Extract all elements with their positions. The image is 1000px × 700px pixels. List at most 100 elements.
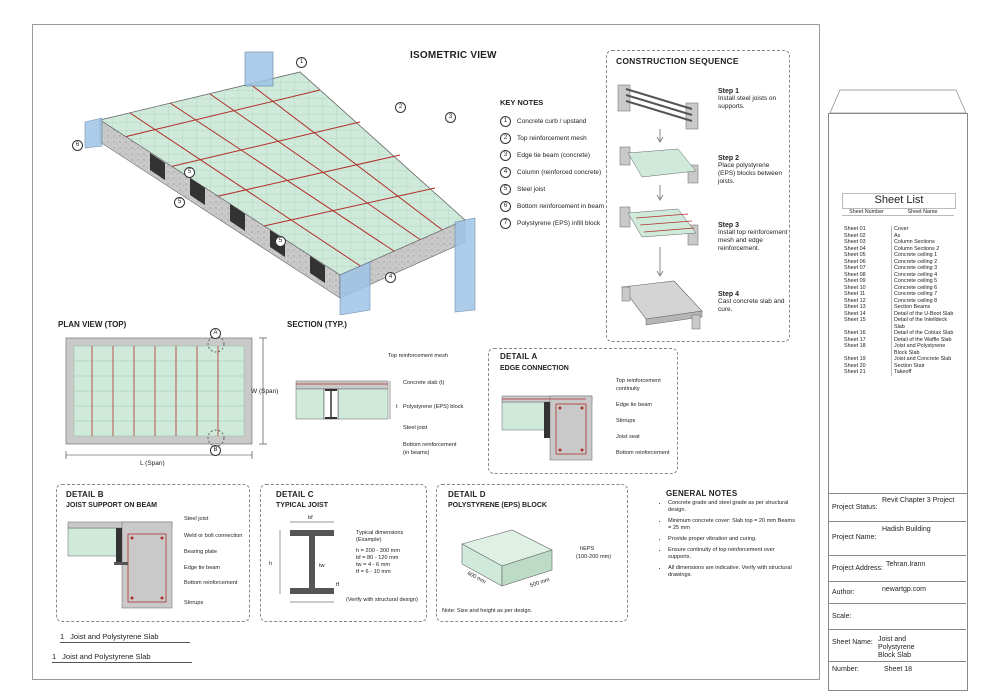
detail-b-label-plate: Bearing plate xyxy=(184,549,217,555)
detail-c-drawing xyxy=(279,521,334,603)
construction-sequence-box xyxy=(606,50,790,342)
detail-d-h-label: hEPS xyxy=(580,546,595,552)
detail-c-box xyxy=(260,484,427,622)
callout-4: 4 xyxy=(385,272,396,283)
detail-a-title: DETAIL A xyxy=(500,352,538,361)
section-label-mesh: Top reinforcement mesh xyxy=(388,353,449,359)
key-notes-title: KEY NOTES xyxy=(500,98,544,107)
detail-b-label-joist: Steel joist xyxy=(184,516,209,522)
detail-d-h-range: (100-200 mm) xyxy=(576,554,612,560)
isometric-drawing xyxy=(84,51,476,315)
column-right xyxy=(454,217,476,313)
tb-author: Author: newartgp.com xyxy=(828,581,966,604)
section-label-slab: Concrete slab (t) xyxy=(403,380,445,386)
column-back xyxy=(244,51,274,87)
drawing-frame xyxy=(32,24,820,680)
general-note-item: Concrete grade and steel grade as per st… xyxy=(668,500,798,514)
section-drawing xyxy=(295,380,391,420)
sheet-list-title: Sheet List xyxy=(842,193,956,209)
step2-image xyxy=(619,146,699,184)
detail-a-box xyxy=(488,348,678,474)
callout-5b: 5 xyxy=(275,236,286,247)
callout-6: 6 xyxy=(72,140,83,151)
detail-d-title: DETAIL D xyxy=(448,490,486,499)
tb-number: Number: Sheet 18 xyxy=(828,661,966,688)
detail-a-label-bottom: Bottom reinforcement xyxy=(616,450,670,456)
tb-project-status: Project Status: Revit Chapter 3 Project xyxy=(828,493,966,522)
detail-c-subtitle: TYPICAL JOIST xyxy=(276,502,328,509)
detail-b-title: DETAIL B xyxy=(66,490,104,499)
general-note-item: Minimum concrete cover: Slab top = 20 mm… xyxy=(668,518,798,532)
detail-a-subtitle: EDGE CONNECTION xyxy=(500,365,569,372)
column-left xyxy=(84,117,103,149)
section-label-joist: Steel joist xyxy=(403,425,428,431)
general-note-item: Provide proper vibration and curing. xyxy=(668,536,798,543)
marker-b: B xyxy=(210,445,221,456)
sheet-list-header: Sheet Number Sheet Name xyxy=(842,209,954,216)
step-1: Step 1 Install steel joists on supports. xyxy=(718,88,777,110)
plan-l-label: L (Span) xyxy=(140,460,165,467)
detail-b-drawing xyxy=(67,521,173,609)
callout-3: 3 xyxy=(445,112,456,123)
callout-2: 2 xyxy=(395,102,406,113)
detail-c-tw-label: tw xyxy=(319,563,325,569)
general-notes-title: GENERAL NOTES xyxy=(666,489,738,498)
detail-c-tf-label: tf xyxy=(336,582,340,588)
detail-b-label-stirrups: Stirrups xyxy=(184,600,204,606)
detail-c-dims: Typical dimensions (Example) h = 200 - 3… xyxy=(356,530,404,575)
construction-title: CONSTRUCTION SEQUENCE xyxy=(616,56,739,66)
step1-image xyxy=(617,84,699,130)
callout-1: 1 xyxy=(296,57,307,68)
general-note-item: All dimensions are indicative. Verify wi… xyxy=(668,565,798,579)
construction-steps-drawing xyxy=(617,84,703,330)
plan-title: PLAN VIEW (TOP) xyxy=(58,320,127,329)
detail-a-drawing xyxy=(501,395,593,461)
detail-c-b-label: bf xyxy=(308,515,313,521)
step-2: Step 2 Place polystyrene (EPS) blocks be… xyxy=(718,155,782,185)
callout-5a: 5 xyxy=(174,197,185,208)
column-front xyxy=(339,261,371,315)
tb-sheet-name: Sheet Name: Joist and Polystyrene Block … xyxy=(828,629,966,662)
detail-b-label-weld: Weld or bolt connection xyxy=(184,533,243,539)
detail-b-box xyxy=(56,484,250,622)
detail-d-box xyxy=(436,484,628,622)
step3-image xyxy=(619,206,699,246)
marker-a: A xyxy=(210,328,221,339)
detail-d-drawing xyxy=(461,529,553,587)
section-title: SECTION (TYP.) xyxy=(287,320,347,329)
general-note-item: Ensure continuity of top reinforcement o… xyxy=(668,547,798,561)
detail-a-label-top: Top reinforcement xyxy=(616,378,661,384)
detail-a-label-edge: Edge tie beam xyxy=(616,402,653,408)
section-label-eps: Polystyrene (EPS) block xyxy=(403,404,464,410)
title-block-frame xyxy=(828,113,968,494)
detail-a-label-stirrups: Stirrups xyxy=(616,418,636,424)
detail-c-title: DETAIL C xyxy=(276,490,314,499)
